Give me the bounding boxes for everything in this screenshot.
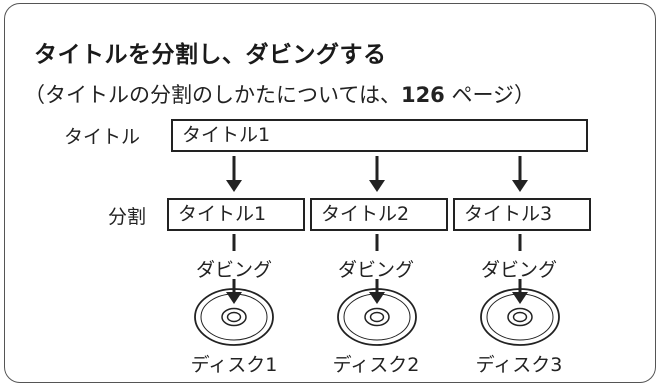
reference-page-number: 126 xyxy=(400,83,445,107)
split-title-box-2: タイトル2 xyxy=(310,198,448,231)
original-title-label: タイトル1 xyxy=(182,124,271,146)
disc-label-1: ディスク1 xyxy=(190,354,278,376)
title-row-label: タイトル xyxy=(64,126,141,148)
dubbing-label-2: ダビング xyxy=(337,259,414,281)
split-row-label: 分割 xyxy=(108,206,147,228)
split-title-box-1: タイトル1 xyxy=(167,198,305,231)
reference-note-suffix: ページ） xyxy=(444,83,536,107)
reference-note: （タイトルの分割のしかたについては、126 ページ） xyxy=(24,79,535,109)
section-heading: タイトルを分割し、ダビングする xyxy=(34,42,387,68)
split-title-label-2: タイトル2 xyxy=(321,203,410,225)
split-title-label-1: タイトル1 xyxy=(178,203,267,225)
split-title-box-3: タイトル3 xyxy=(453,198,591,231)
dubbing-label-3: ダビング xyxy=(480,259,557,281)
dubbing-label-1: ダビング xyxy=(195,259,272,281)
split-title-label-3: タイトル3 xyxy=(464,203,553,225)
disc-label-3: ディスク3 xyxy=(475,354,563,376)
reference-note-prefix: （タイトルの分割のしかたについては、 xyxy=(24,83,401,107)
original-title-box: タイトル1 xyxy=(171,119,588,152)
disc-label-2: ディスク2 xyxy=(332,354,420,376)
